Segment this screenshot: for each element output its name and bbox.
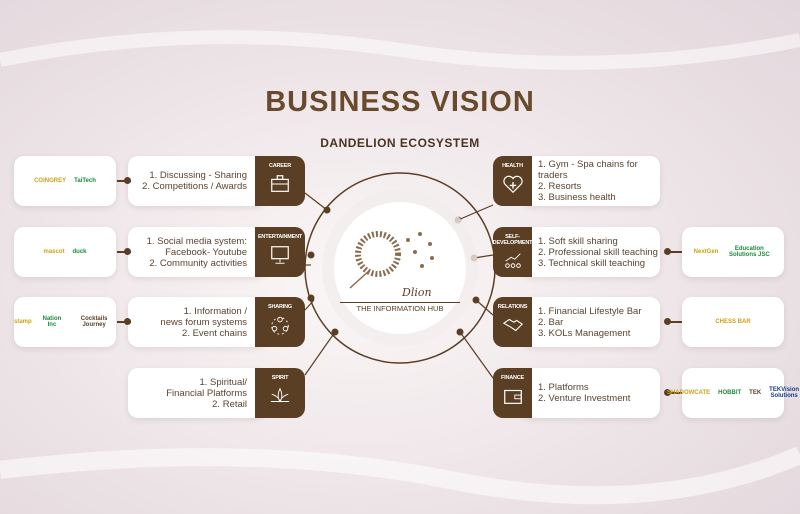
wallet-icon <box>503 389 522 404</box>
partner-logos: NextGen Education Solutions JSC <box>682 227 784 277</box>
partner-logo: HOBBIT <box>718 390 742 396</box>
card-line: 1. Social media system: <box>146 235 247 247</box>
partner-logo: NextGen <box>693 249 719 255</box>
partner-logos: mascot duck <box>14 227 116 277</box>
category-spirit: SPIRIT <box>255 368 305 418</box>
partner-logo: mascot <box>43 249 65 255</box>
partner-logo: COINGREY <box>34 178 67 184</box>
card-line: 2. Resorts <box>538 181 582 192</box>
card-line: 1. Financial Lifestyle Bar <box>538 305 642 317</box>
partner-logo: Cocktails Journey <box>80 316 108 328</box>
people-circle-icon <box>271 316 289 335</box>
partner-logo: duck <box>72 249 87 255</box>
connector-dot <box>124 248 131 255</box>
partner-logo: stamp <box>14 319 32 325</box>
category-label: SHARING <box>268 304 292 310</box>
page-subtitle: DANDELION ECOSYSTEM <box>320 136 480 150</box>
left-card-spirit <box>128 368 265 418</box>
right-card-finance <box>522 368 660 418</box>
category-career: CAREER <box>255 156 305 206</box>
category-health: HEALTH <box>493 156 532 206</box>
partner-logos: CHESS BAR <box>682 297 784 347</box>
partner-logos: SHADOWCATE HOBBIT TEK TEKVision Solutions <box>667 368 799 418</box>
connector <box>670 321 684 323</box>
left-card-career <box>128 156 265 206</box>
connector-dot <box>124 177 131 184</box>
card-line: news forum systems <box>160 316 247 328</box>
partner-logo: Education Solutions JSC <box>729 246 770 258</box>
category-sharing: SHARING <box>255 297 305 347</box>
monitor-icon <box>271 246 289 264</box>
category-label: FINANCE <box>500 375 525 381</box>
category-finance: FINANCE <box>493 368 532 418</box>
connector <box>670 251 684 253</box>
card-line: 2. Bar <box>538 316 564 328</box>
handshake-icon <box>502 318 523 332</box>
partner-logos: stamp Nation Inc Cocktails Journey <box>14 297 116 347</box>
category-self-development: SELF-DEVELOPMENT <box>492 227 533 277</box>
lotus-icon <box>270 387 290 403</box>
card-line: 3. Business health <box>538 192 616 203</box>
partner-logo: TEK <box>749 390 762 396</box>
dandelion-icon <box>349 231 434 289</box>
card-line: Financial Platforms <box>166 387 247 399</box>
right-card-self-development <box>522 227 660 277</box>
card-line: 2. Venture Investment <box>538 393 631 404</box>
right-card-relations <box>522 297 660 347</box>
category-label: CAREER <box>268 163 292 169</box>
card-line: 3. KOLs Management <box>538 327 631 339</box>
right-card-health <box>522 156 660 206</box>
growth-people-icon <box>504 253 521 268</box>
left-card-sharing <box>128 297 265 347</box>
hub-tagline: THE INFORMATION HUB <box>340 302 460 313</box>
connector-dot <box>664 389 671 396</box>
hub-logo: Dlion THE INFORMATION HUB <box>340 222 460 318</box>
card-text: 1. Social media system:Facebook- Youtube… <box>134 227 247 277</box>
category-label: HEALTH <box>502 163 523 169</box>
category-relations: RELATIONS <box>493 297 532 347</box>
card-line: 1. Discussing - Sharing <box>149 170 247 181</box>
card-line: 1. Soft skill sharing <box>538 235 618 247</box>
category-label: RELATIONS <box>497 304 528 310</box>
connector-dot <box>664 318 671 325</box>
connector <box>670 392 684 394</box>
briefcase-icon <box>271 175 289 192</box>
partner-logo: CHESS BAR <box>715 319 751 325</box>
partner-logo: TEKVision Solutions <box>769 387 800 399</box>
card-line: 1. Platforms <box>538 382 589 393</box>
heart-plus-icon <box>502 175 523 194</box>
connector-dot <box>664 248 671 255</box>
connector-dot <box>124 318 131 325</box>
partner-logo: TaiTech <box>74 178 96 184</box>
card-line: 1. Gym - Spa chains for traders <box>538 159 638 181</box>
card-line: 2. Professional skill teaching <box>538 246 658 258</box>
hub-script: Dlion <box>402 286 432 299</box>
partner-logo: Nation Inc <box>42 316 62 328</box>
card-line: 1. Information / <box>183 305 247 317</box>
card-line: 1. Spiritual/ <box>199 376 247 388</box>
card-line: 2. Event chains <box>182 327 247 339</box>
page-title: BUSINESS VISION <box>265 86 535 118</box>
card-line: 2. Retail <box>212 398 247 410</box>
partner-logo: SHADOWCATE <box>666 390 711 396</box>
category-label: SELF-DEVELOPMENT <box>492 234 533 246</box>
partner-logos: COINGREY TaiTech <box>14 156 116 206</box>
category-label: ENTERTAINMENT <box>257 234 303 240</box>
card-line: 2. Community activities <box>149 257 247 269</box>
card-line: 3. Technical skill teaching <box>538 257 646 269</box>
category-label: SPIRIT <box>271 375 289 381</box>
card-line: 2. Competitions / Awards <box>142 181 247 192</box>
left-card-entertainment <box>128 227 265 277</box>
card-line: Facebook- Youtube <box>165 246 247 258</box>
category-entertainment: ENTERTAINMENT <box>255 227 305 277</box>
